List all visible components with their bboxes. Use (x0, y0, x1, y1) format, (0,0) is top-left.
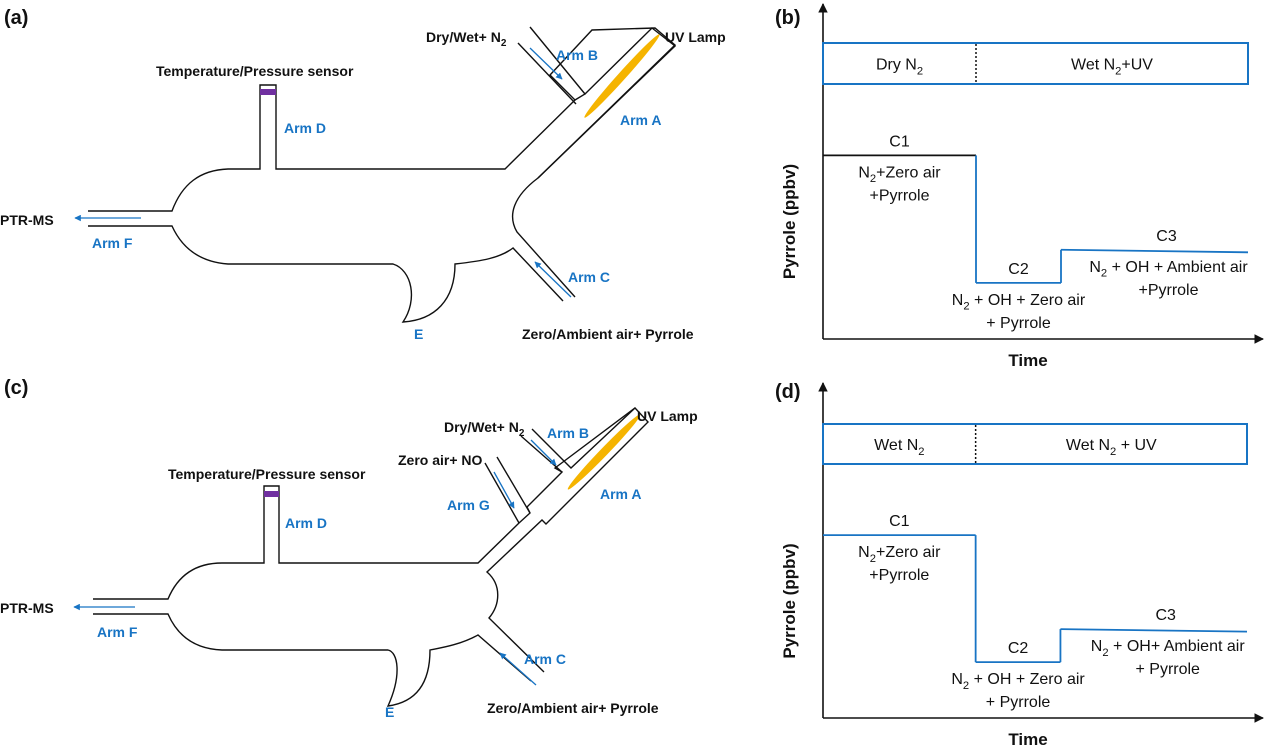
arm-f-label-c: Arm F (97, 624, 138, 640)
chart-b: (b) Time Pyrrole (ppbv) Dry N2 Wet N2+UV C1N2… (775, 3, 1264, 370)
series-desc-c1-line2: +Pyrrole (869, 567, 929, 584)
outlet-label-c: PTR-MS (0, 600, 54, 616)
sensor-label: Temperature/Pressure sensor (156, 63, 354, 79)
sensor-element (260, 89, 276, 95)
arm-g-tube-c (484, 456, 531, 524)
phase-box (822, 42, 1249, 85)
arm-g-label-c: Arm G (447, 497, 490, 513)
inlet-b-label-c: Dry/Wet+ N2 (444, 419, 525, 439)
series-label-c3: C3 (1155, 607, 1176, 624)
series-desc-c1-line1: N2+Zero air (858, 544, 941, 565)
phase-label-1: Dry N2 (876, 57, 923, 78)
uv-lamp-label-c: UV Lamp (637, 408, 698, 424)
e-label-c: E (385, 704, 394, 720)
arm-c-label-c: Arm C (524, 651, 566, 667)
arm-b-label-c: Arm B (547, 425, 589, 441)
phase-box (822, 423, 1248, 465)
series-label-c2: C2 (1008, 640, 1029, 657)
inlet-c-label-c: Zero/Ambient air+ Pyrrole (487, 700, 659, 716)
panel-a-tag: (a) (4, 7, 28, 29)
arm-b-tube-c (520, 407, 636, 473)
series-desc-c3-line2: +Pyrrole (1138, 282, 1198, 299)
arm-g-flow-arrow-c (493, 471, 515, 509)
chart-d: (d) Time Pyrrole (ppbv) Wet N2 Wet N2 + UV C1… (775, 381, 1264, 747)
series-desc-c3-line1: N2 + OH+ Ambient air (1091, 638, 1246, 659)
e-label: E (414, 326, 423, 342)
arm-b-flow-arrow-c (530, 439, 557, 466)
series-label-c1: C1 (889, 513, 910, 530)
series-desc-c2-line2: + Pyrrole (986, 315, 1051, 332)
arm-a-label: Arm A (620, 112, 662, 128)
series-desc-c3-line2: + Pyrrole (1135, 661, 1200, 678)
series-desc-c1-line1: N2+Zero air (858, 164, 941, 185)
series-desc-c3-line1: N2 + OH + Ambient air (1089, 259, 1248, 280)
arm-c-label: Arm C (568, 269, 610, 285)
panel-c: (c) Temperature/Pressure sensor Arm D PT… (0, 377, 698, 720)
series-label-c3: C3 (1156, 228, 1177, 245)
inlet-g-label-c: Zero air+ NO (398, 452, 483, 468)
arm-d-label: Arm D (284, 120, 326, 136)
sensor-label-c: Temperature/Pressure sensor (168, 466, 366, 482)
phase-label-2: Wet N2 + UV (1066, 437, 1157, 458)
sensor-element-c (264, 491, 279, 497)
uv-lamp-label: UV Lamp (665, 29, 726, 45)
inlet-b-label: Dry/Wet+ N2 (426, 29, 507, 49)
x-axis-label: Time (1008, 351, 1047, 370)
panel-tag: (d) (775, 381, 801, 403)
arm-a-lamp-housing (537, 27, 677, 179)
y-axis-label: Pyrrole (ppbv) (780, 164, 799, 279)
y-axis-label: Pyrrole (ppbv) (780, 543, 799, 658)
arm-b-tube (517, 26, 587, 105)
x-axis-label: Time (1008, 730, 1047, 747)
series-c3 (1060, 628, 1248, 633)
uv-lamp (584, 34, 660, 118)
panel-a: (a) Temperature/Pressure sensor Arm D PT… (0, 7, 726, 342)
series-desc-c2-line1: N2 + OH + Zero air (951, 671, 1085, 692)
outlet-label: PTR-MS (0, 212, 54, 228)
series-desc-c2-line2: + Pyrrole (986, 694, 1051, 711)
arm-a-label-c: Arm A (600, 486, 642, 502)
arm-f-label: Arm F (92, 235, 133, 251)
inlet-c-label: Zero/Ambient air+ Pyrrole (522, 326, 694, 342)
uv-lamp-c (567, 414, 641, 490)
panel-tag: (b) (775, 7, 801, 29)
arm-c-flow-arrow (534, 261, 572, 298)
reactor-chamber-outline (88, 27, 677, 323)
phase-label-2: Wet N2+UV (1071, 57, 1153, 78)
series-c3 (1060, 248, 1249, 254)
arm-d-label-c: Arm D (285, 515, 327, 531)
arm-b-flow-arrow (529, 47, 563, 80)
series-desc-c1-line2: +Pyrrole (869, 187, 929, 204)
phase-label-1: Wet N2 (874, 437, 924, 458)
series-label-c2: C2 (1008, 261, 1029, 278)
series-label-c1: C1 (889, 133, 910, 150)
series-desc-c2-line1: N2 + OH + Zero air (952, 292, 1086, 313)
panel-c-tag: (c) (4, 377, 28, 399)
arm-c-flow-arrow-c (499, 652, 537, 686)
arm-b-label: Arm B (556, 47, 598, 63)
